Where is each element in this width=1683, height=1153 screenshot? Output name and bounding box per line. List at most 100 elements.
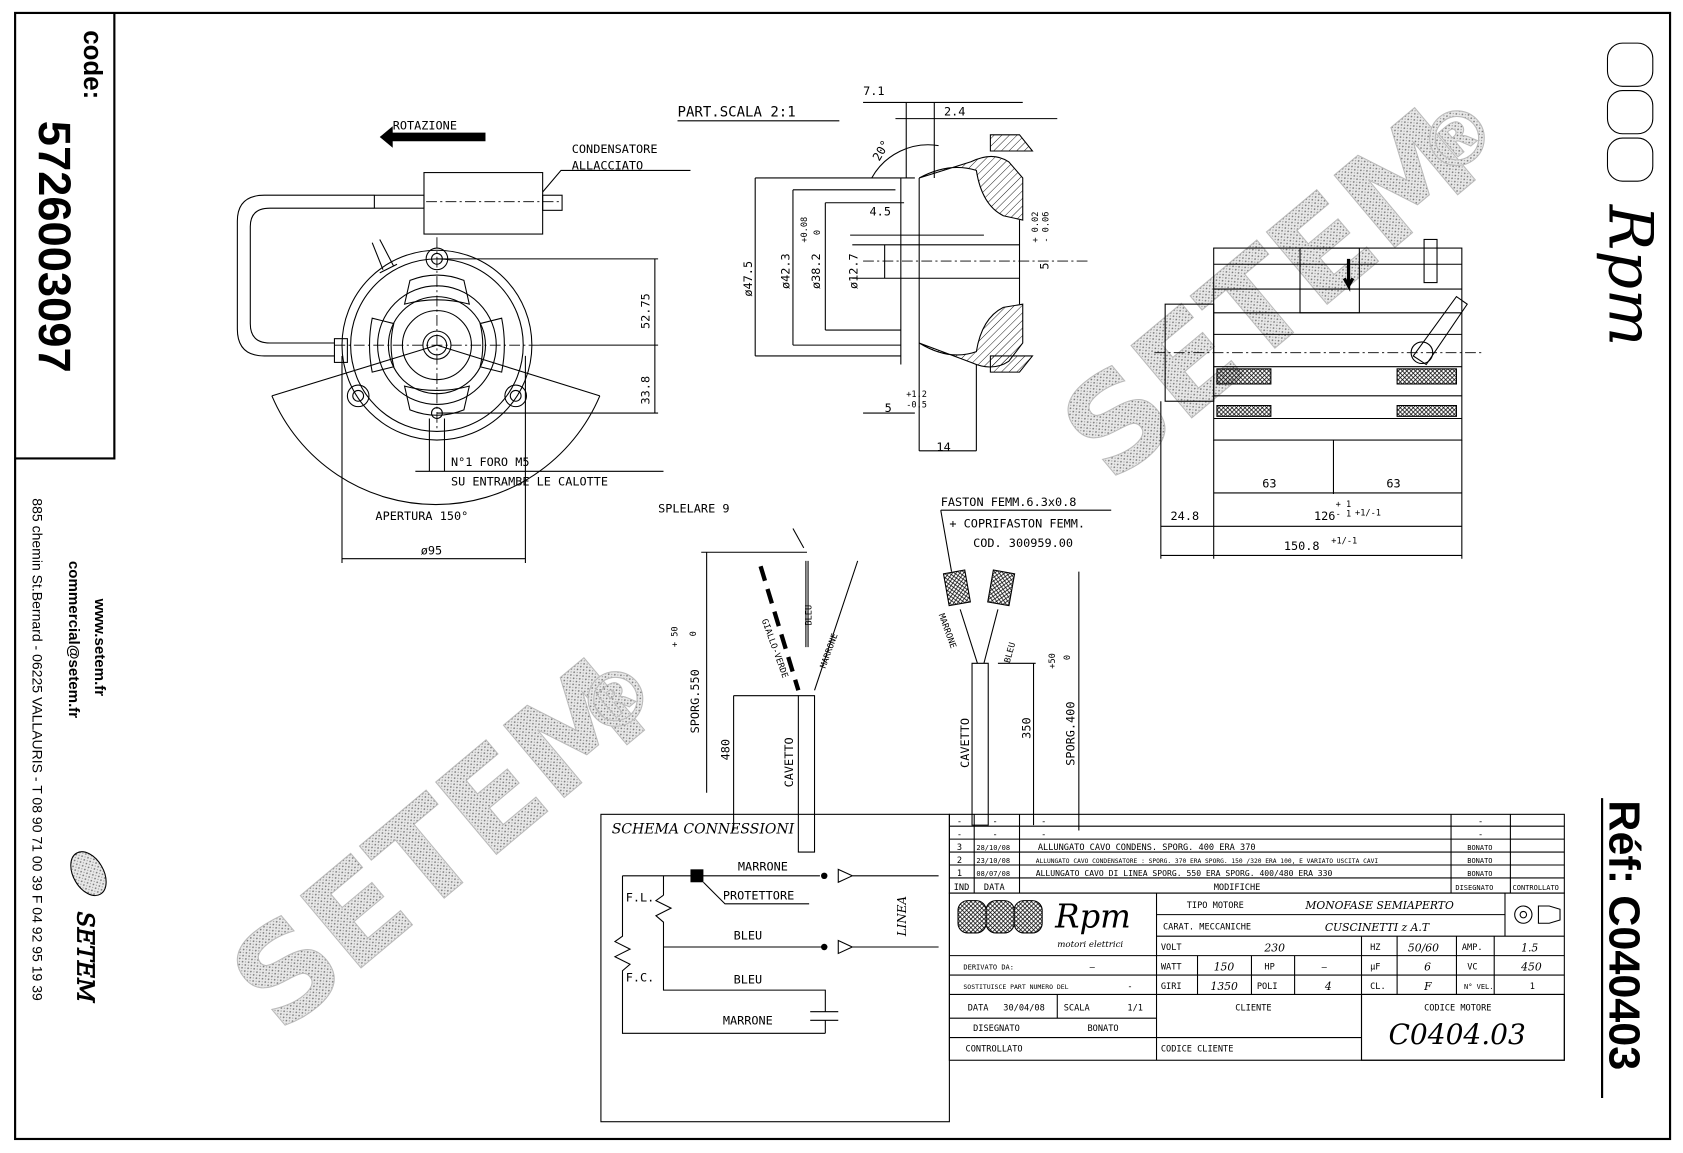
drawing-label: HP	[1264, 963, 1274, 973]
drawing-label: COD. 300959.00	[973, 536, 1073, 550]
drawing-label: Rpm	[1054, 898, 1131, 936]
drawing-label: BONATO	[1467, 856, 1492, 865]
drawing-label: 4	[1324, 980, 1332, 993]
title-block: Rpm motori elettrici TIPO MOTORE MONOFAS…	[948, 892, 1565, 1061]
drawing-label: 14	[936, 440, 950, 454]
drawing-label: + 0.02	[1031, 212, 1041, 243]
drawing-label: CONTROLLATO	[966, 1045, 1023, 1055]
dim-total-tolerance: +1/-1	[1355, 509, 1381, 519]
drawing-label: motori elettrici	[1057, 940, 1123, 950]
drawing-label: BLEU	[804, 605, 814, 626]
drawing-label: 63	[1262, 477, 1276, 491]
brand-logo: Rpm	[1595, 42, 1665, 346]
drawing-label: APERTURA 150°	[375, 509, 468, 523]
drawing-label: SPLELARE 9	[658, 501, 729, 515]
drawing-label: 08/07/08	[976, 869, 1010, 878]
drawing-label: DISEGNATO	[973, 1024, 1020, 1034]
dim-overall-tolerance: +1/-1	[1331, 537, 1357, 547]
drawing-label: N°1 FORO M5	[451, 455, 530, 469]
rpm-title-logo: Rpm motori elettrici	[957, 898, 1131, 950]
drawing-label: SPORG.550	[688, 669, 702, 733]
drawing-label: CARAT. MECCANICHE	[1163, 923, 1251, 933]
drawing-label: +1.2	[906, 390, 927, 400]
drawing-label: AMP.	[1462, 943, 1483, 953]
capacitor	[423, 172, 544, 235]
drawing-label: ROTAZIONE	[393, 118, 457, 132]
drawing-label: 1.5	[1521, 941, 1538, 954]
drawing-label: MARRONE	[819, 632, 841, 670]
ref-label: Réf:	[1600, 800, 1648, 884]
drawing-label: ø38.2	[809, 253, 823, 289]
drawing-label: CUSCINETTI z A.T	[1325, 921, 1430, 934]
drawing-label: 1350	[1210, 980, 1238, 993]
drawing-label: 480	[718, 739, 732, 760]
drawing-label: 23/10/08	[976, 856, 1010, 865]
ref-value: C040403	[1600, 895, 1648, 1070]
drawing-label: 150.8	[1284, 539, 1320, 553]
drawing-label: 33.8	[638, 376, 652, 405]
drawing-label: BLEU	[1003, 641, 1018, 664]
motor-code: C0404.03	[1388, 1018, 1525, 1051]
drawing-label: 4.5	[870, 205, 891, 219]
drawing-label: 2	[957, 856, 962, 866]
dim-total-tol-minus: - 1	[1336, 510, 1352, 520]
drawing-label: —	[1322, 963, 1328, 973]
rpm-coils-icon	[1606, 42, 1654, 182]
projection-symbol-icon	[1514, 905, 1561, 924]
drawing-label: CODICE CLIENTE	[1161, 1045, 1234, 1055]
drawing-label: MARRONE	[723, 1014, 773, 1028]
drawing-label: CONTROLLATO	[1513, 883, 1559, 892]
drawing-label: —	[1090, 963, 1096, 973]
drawing-label: IND	[954, 883, 970, 893]
email[interactable]: commercial@setem.fr	[65, 561, 82, 718]
setem-logo: SETEM	[70, 851, 107, 1004]
drawing-label: + 50	[671, 626, 681, 647]
drawing-label: 30/04/08	[1003, 1004, 1044, 1014]
drawing-label: -	[993, 830, 998, 840]
drawing-label: 1	[957, 869, 962, 879]
drawing-label: DERIVATO DA:	[963, 963, 1014, 972]
drawing-label: -	[957, 830, 962, 840]
drawing-label: CL.	[1370, 982, 1386, 992]
drawing-label: F	[1423, 980, 1432, 993]
drawing-label: 450	[1520, 961, 1542, 974]
company-info: www.setem.fr commercial@setem.fr 885 che…	[29, 498, 108, 1004]
side-view: 63 63 24.8 126 + 1 - 1 +1/-1 150.8 +1/-1	[1154, 238, 1484, 559]
drawing-label: - 0.06	[1042, 212, 1052, 243]
drawing-label: MARRONE	[738, 859, 788, 873]
drawing-label: 6	[1424, 961, 1431, 974]
code-value: 5726003097	[29, 121, 80, 373]
drawing-label: WATT	[1161, 963, 1182, 973]
watermark: SETEM ® SETEM ®	[203, 80, 1516, 1060]
drawing-label: 7.1	[863, 84, 884, 98]
drawing-label: 2.4	[944, 104, 965, 118]
drawing-label: 1	[1530, 982, 1535, 992]
dim-total-tol-plus: + 1	[1336, 500, 1352, 510]
website[interactable]: www.setem.fr	[91, 598, 108, 697]
drawing-label: 0	[689, 631, 699, 636]
drawing-label: BONATO	[1087, 1024, 1118, 1034]
drawing-label: -	[1041, 817, 1046, 827]
drawing-label: 1/1	[1127, 1004, 1143, 1014]
code-box: code: 5726003097	[15, 12, 116, 460]
drawing-label: BONATO	[1467, 843, 1492, 852]
drawing-label: HZ	[1370, 943, 1380, 953]
drawing-label: CAVETTO	[782, 737, 796, 787]
drawing-label: ø95	[421, 543, 442, 557]
code-label: code:	[78, 30, 106, 99]
drawing-label: DATA	[984, 883, 1006, 893]
drawing-label: N° VEL.	[1464, 982, 1494, 991]
drawing-label: CAVETTO	[958, 718, 972, 768]
drawing-label: SU ENTRAMBE LE CALOTTE	[451, 474, 608, 488]
drawing-label: -	[993, 817, 998, 827]
drawing-label: ALLUNGATO CAVO CONDENS. SPORG. 400 ERA 3…	[1038, 843, 1256, 853]
drawing-label: -	[1127, 982, 1132, 992]
drawing-label: VC	[1467, 963, 1477, 973]
drawing-label: DISEGNATO	[1455, 883, 1493, 892]
drawing-label: MONOFASE SEMIAPERTO	[1304, 899, 1454, 912]
drawing-label: PART.SCALA 2:1	[678, 104, 796, 120]
drawing-label: FASTON FEMM.6.3x0.8	[941, 495, 1077, 509]
drawing-label: 126	[1314, 509, 1335, 523]
drawing-label: 0	[1063, 655, 1073, 660]
